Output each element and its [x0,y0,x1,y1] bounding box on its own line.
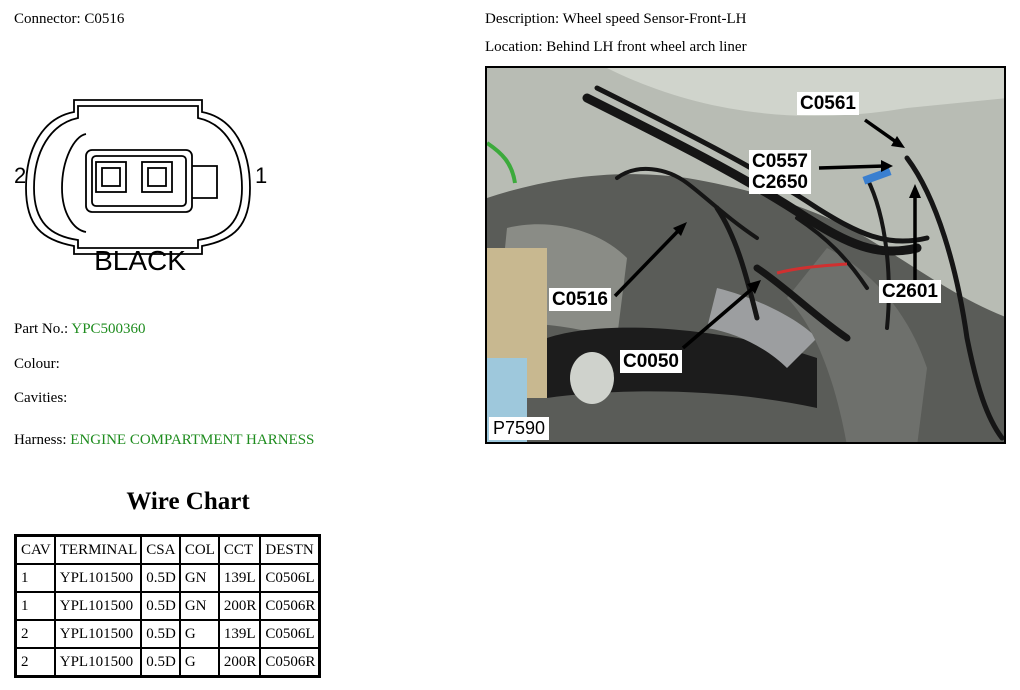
cell-col: GN [178,591,220,621]
header-destn: DESTN [259,534,321,565]
cell-col: G [178,647,220,678]
cell-csa: 0.5D [140,619,181,649]
cell-destn: C0506L [259,619,321,649]
cell-col: G [178,619,220,649]
header-csa: CSA [140,534,181,565]
photo-code-label: P7590 [489,417,550,440]
cell-destn: C0506R [259,647,321,678]
cell-cav: 2 [14,619,56,649]
location-line: Location: Behind LH front wheel arch lin… [485,39,747,56]
colour-line: Colour: [14,356,60,373]
table-row: 1 YPL101500 0.5D GN 200R C0506R [14,591,321,621]
cell-cav: 1 [14,563,56,593]
description-value: Wheel speed Sensor-Front-LH [562,11,747,27]
table-header-row: CAV TERMINAL CSA COL CCT DESTN [14,534,321,565]
cell-cav: 1 [14,591,56,621]
cavities-line: Cavities: [14,390,67,407]
cell-cct: 200R [217,647,262,678]
cell-csa: 0.5D [140,647,181,678]
photo-arrows [613,118,921,350]
harness-label: Harness: [14,432,67,448]
cell-col: GN [178,563,220,593]
cell-destn: C0506R [259,591,321,621]
cell-cct: 139L [217,563,262,593]
cell-terminal: YPL101500 [53,647,143,678]
location-value: Behind LH front wheel arch liner [546,39,747,55]
callout-c2601: C2601 [879,280,941,303]
harness-line: Harness: ENGINE COMPARTMENT HARNESS [14,432,314,449]
pin-label-1: 1 [255,163,267,188]
connector-color-label: BLACK [94,245,186,276]
table-row: 2 YPL101500 0.5D G 139L C0506L [14,619,321,649]
header-cct: CCT [217,534,262,565]
part-no-label: Part No.: [14,321,69,337]
cell-terminal: YPL101500 [53,619,143,649]
colour-label: Colour: [14,356,60,372]
description-line: Description: Wheel speed Sensor-Front-LH [485,11,746,28]
connector-face-diagram: 2 1 BLACK [14,99,267,276]
part-no-line: Part No.: YPC500360 [14,321,146,338]
table-row: 2 YPL101500 0.5D G 200R C0506R [14,647,321,678]
cavities-label: Cavities: [14,390,68,406]
pin-label-2: 2 [14,163,26,188]
cell-destn: C0506L [259,563,321,593]
callout-c2650: C2650 [749,172,811,194]
photo-illustration [487,68,1004,442]
callout-c0516: C0516 [549,288,611,311]
cell-cct: 139L [217,619,262,649]
header-terminal: TERMINAL [53,534,143,565]
wire-chart-title: Wire Chart [126,488,250,515]
cell-csa: 0.5D [140,591,181,621]
cell-cct: 200R [217,591,262,621]
callout-c0561: C0561 [797,92,859,115]
cell-csa: 0.5D [140,563,181,593]
harness-value: ENGINE COMPARTMENT HARNESS [70,432,315,448]
cell-terminal: YPL101500 [53,563,143,593]
callout-c0050: C0050 [620,350,682,373]
location-photo: C0561 C0557 C2650 C2601 C0516 C0050 P759… [485,66,1006,444]
header-cav: CAV [14,534,56,565]
callout-c0557: C0557 [749,150,811,172]
connector-label: Connector: [14,11,81,27]
part-no-value: YPC500360 [71,321,146,337]
header-col: COL [178,534,220,565]
description-label: Description: [485,11,560,27]
location-label: Location: [485,39,543,55]
cell-cav: 2 [14,647,56,678]
wire-chart-table: CAV TERMINAL CSA COL CCT DESTN 1 YPL1015… [14,534,322,678]
cell-terminal: YPL101500 [53,591,143,621]
connector-line: Connector: C0516 [14,11,124,28]
table-row: 1 YPL101500 0.5D GN 139L C0506L [14,563,321,593]
connector-value: C0516 [84,11,125,27]
